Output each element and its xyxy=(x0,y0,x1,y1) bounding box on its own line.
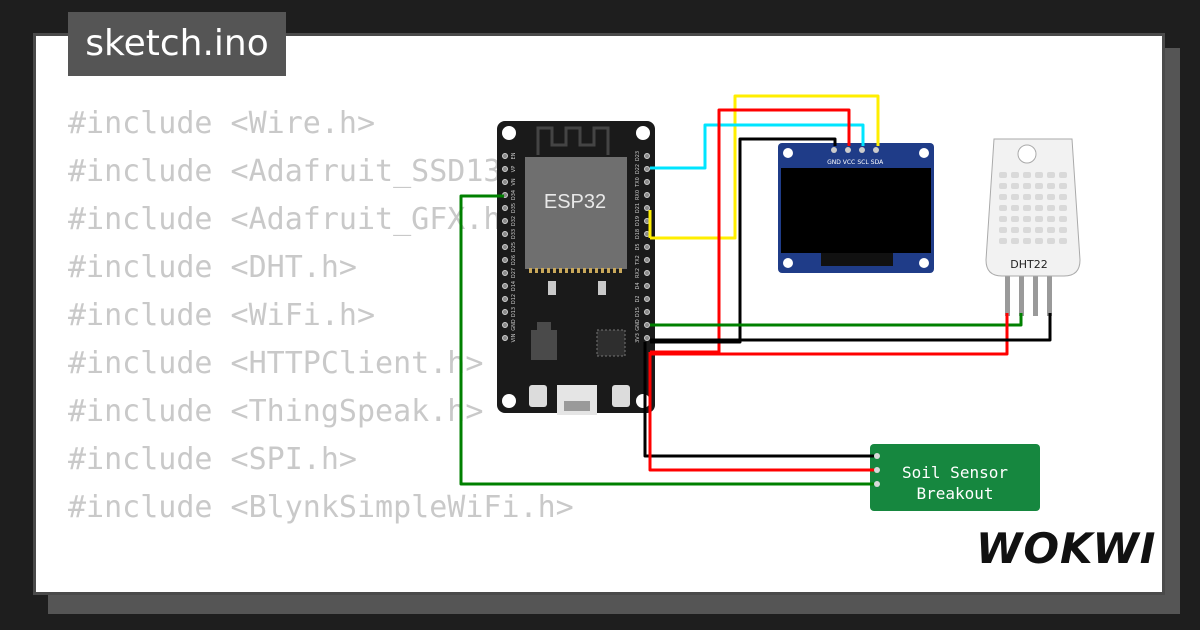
code-line: #include <Wire.h> xyxy=(68,106,376,141)
code-line: #include <Adafruit_GFX.h> xyxy=(68,202,520,237)
esp32-pin-label: TX2 xyxy=(635,255,641,266)
wire-red-oled-vcc[interactable] xyxy=(650,108,851,354)
esp32-pin-label: GND xyxy=(635,319,641,331)
wire-green-dht-data[interactable] xyxy=(650,313,1023,327)
wire-black-dht-gnd[interactable] xyxy=(650,313,1052,342)
esp32-pin-label: D34 xyxy=(511,190,517,200)
esp32-pin-label: D13 xyxy=(511,307,517,317)
code-line: #include <WiFi.h> xyxy=(68,298,376,333)
esp32-pin-label: D5 xyxy=(635,243,641,250)
oled-display[interactable]: GND VCC SCL SDA xyxy=(778,143,934,273)
wire-green-soil-signal[interactable] xyxy=(459,194,874,486)
dht22-vent-grid xyxy=(999,172,1067,244)
oled-pin-label: VCC xyxy=(843,159,855,166)
esp32-pin-label: RX0 xyxy=(635,190,641,200)
code-line: #include <HTTPClient.h> xyxy=(68,346,484,381)
esp32-pin-label: D27 xyxy=(511,268,517,278)
esp32-pin-label: TX0 xyxy=(635,177,641,188)
oled-pin-label: SDA xyxy=(871,159,884,166)
esp32-pin-label: D19 xyxy=(635,216,641,226)
esp32-pin-label: D21 xyxy=(635,203,641,213)
esp32-pin-label: D15 xyxy=(635,307,641,317)
dht22-label: DHT22 xyxy=(1010,258,1047,271)
oled-pin-label: GND xyxy=(827,159,841,166)
esp32-pin-label: D18 xyxy=(635,229,641,239)
esp32-pin-label: VIN xyxy=(511,333,517,342)
dht22-sensor[interactable]: DHT22 xyxy=(985,138,1081,316)
wokwi-logo: WOKWI xyxy=(976,524,1157,573)
wire-black-soil-gnd[interactable] xyxy=(643,342,874,458)
esp32-pin-label: D33 xyxy=(511,229,517,239)
esp32-pin-label: GND xyxy=(511,319,517,331)
esp32-pin-label: D2 xyxy=(635,295,641,302)
esp32-pin-label: D23 xyxy=(635,151,641,161)
soil-sensor-breakout[interactable]: Soil Sensor Breakout xyxy=(870,444,1040,511)
esp32-pin-label: VP xyxy=(511,166,517,172)
esp32-pin-label: RX2 xyxy=(635,268,641,278)
esp32-pin-label: D22 xyxy=(635,164,641,174)
esp32-pin-label: EN xyxy=(511,152,517,159)
esp32-pin-label: D4 xyxy=(635,282,641,289)
oled-pin-label: SCL xyxy=(857,159,869,166)
code-line: #include <BlynkSimpleWiFi.h> xyxy=(68,490,574,525)
wire-black-oled-gnd[interactable] xyxy=(650,137,837,344)
soil-sensor-label: Breakout xyxy=(916,484,993,503)
wire-red-soil-vcc[interactable] xyxy=(648,352,874,472)
esp32-label: ESP32 xyxy=(544,191,606,213)
esp32-pin-label: D25 xyxy=(511,242,517,252)
code-preview: #include <Wire.h> #include <Adafruit_SSD… xyxy=(68,100,592,532)
esp32-pin-label: D32 xyxy=(511,216,517,226)
wire-yellow-sda[interactable] xyxy=(650,94,880,240)
code-line: #include <ThingSpeak.h> xyxy=(68,394,484,429)
soil-sensor-label: Soil Sensor xyxy=(902,463,1008,482)
file-tab[interactable]: sketch.ino xyxy=(68,12,286,76)
code-line: #include <SPI.h> xyxy=(68,442,357,477)
esp32-board[interactable]: ESP32 EN VP VN D34 D35 D32 D33 xyxy=(497,121,655,415)
esp32-pin-label: D35 xyxy=(511,203,517,213)
wire-red-dht-vcc[interactable] xyxy=(648,313,1009,356)
esp32-pin-label: D26 xyxy=(511,255,517,265)
esp32-pin-label: VN xyxy=(511,178,517,185)
wire-cyan-scl[interactable] xyxy=(650,123,865,170)
esp32-module-shield xyxy=(525,157,627,269)
code-line: #include <DHT.h> xyxy=(68,250,357,285)
esp32-pin-label: D12 xyxy=(511,294,517,304)
esp32-pin-label: 3V3 xyxy=(635,333,641,343)
esp32-pin-label: D14 xyxy=(511,281,517,291)
oled-screen xyxy=(781,168,931,253)
